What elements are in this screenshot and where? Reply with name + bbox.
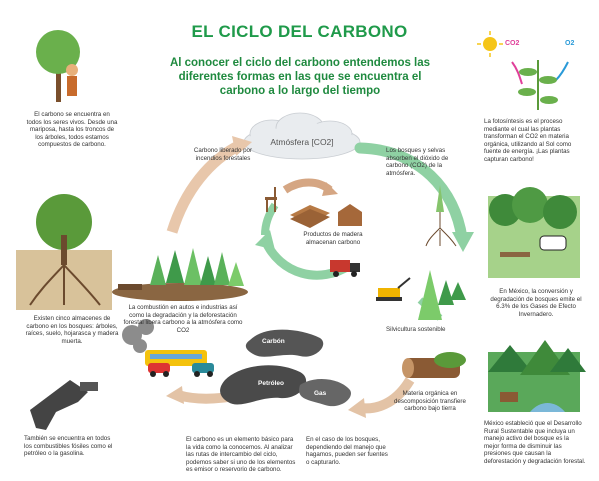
- gas-label: Gas: [314, 390, 327, 397]
- truck: [330, 260, 360, 277]
- coal-label: Carbón: [262, 338, 285, 345]
- plant: [518, 60, 558, 110]
- silviculture-label: Silvicultura sostenible: [386, 326, 446, 333]
- cow-forest: [488, 187, 580, 278]
- products-label: Productos de madera almacenan carbono: [303, 231, 363, 246]
- page-title: EL CICLO DEL CARBONO: [191, 22, 408, 41]
- absorb-label: Los bosques y selvas absorben el dióxido…: [386, 147, 449, 177]
- note-living-beings: El carbono se encuentra en todos los ser…: [26, 111, 118, 149]
- wood-products: [265, 187, 362, 228]
- person-tree: [36, 30, 80, 102]
- note-carbon-stores: Existen cinco almacenes de carbono en lo…: [25, 315, 119, 345]
- fire-arrow: [166, 140, 243, 234]
- oil-label: Petróleo: [258, 380, 285, 387]
- sustainable-landscape: [488, 340, 586, 412]
- fossil-fuel-blobs: [220, 329, 351, 407]
- absorption-arrow: [354, 142, 468, 244]
- note-mexico-emissions: En México, la conversión y degradación d…: [490, 288, 582, 318]
- atmosphere-label: Atmósfera [CO2]: [270, 137, 334, 147]
- note-sustainable-development: México estableció que el Desarrollo Rura…: [484, 420, 586, 465]
- excavator: [376, 277, 411, 301]
- note-fossil-fuels: También se encuentra en todos los combus…: [24, 435, 113, 458]
- note-photosynthesis: La fotosíntesis es el proceso mediante e…: [484, 118, 572, 163]
- organic-matter-label: Materia orgánica en descomposición trans…: [394, 390, 466, 413]
- smoke: [122, 319, 154, 353]
- co2-label: CO2: [505, 40, 520, 47]
- fires-label: Carbono liberado por incendios forestale…: [193, 147, 253, 162]
- sun-icon: [477, 31, 503, 57]
- fuel-nozzle-icon: [30, 380, 98, 430]
- note-forest-case: En el caso de los bosques, dependiendo d…: [306, 436, 388, 466]
- page-subtitle: Al conocer el ciclo del carbono entendem…: [169, 57, 431, 97]
- seedling: [425, 210, 457, 247]
- silvicultura-trees: [418, 270, 466, 320]
- products-arrow: [282, 178, 333, 194]
- note-basic-element: El carbono es un elemento básico para la…: [186, 436, 296, 474]
- forest-ground: [112, 283, 248, 301]
- tree-roots: [16, 194, 112, 310]
- o2-label: O2: [565, 40, 575, 47]
- decomposing-log: [402, 352, 466, 378]
- vehicles: [145, 350, 214, 377]
- combustion-label: La combustión en autos e industrias así …: [123, 304, 243, 334]
